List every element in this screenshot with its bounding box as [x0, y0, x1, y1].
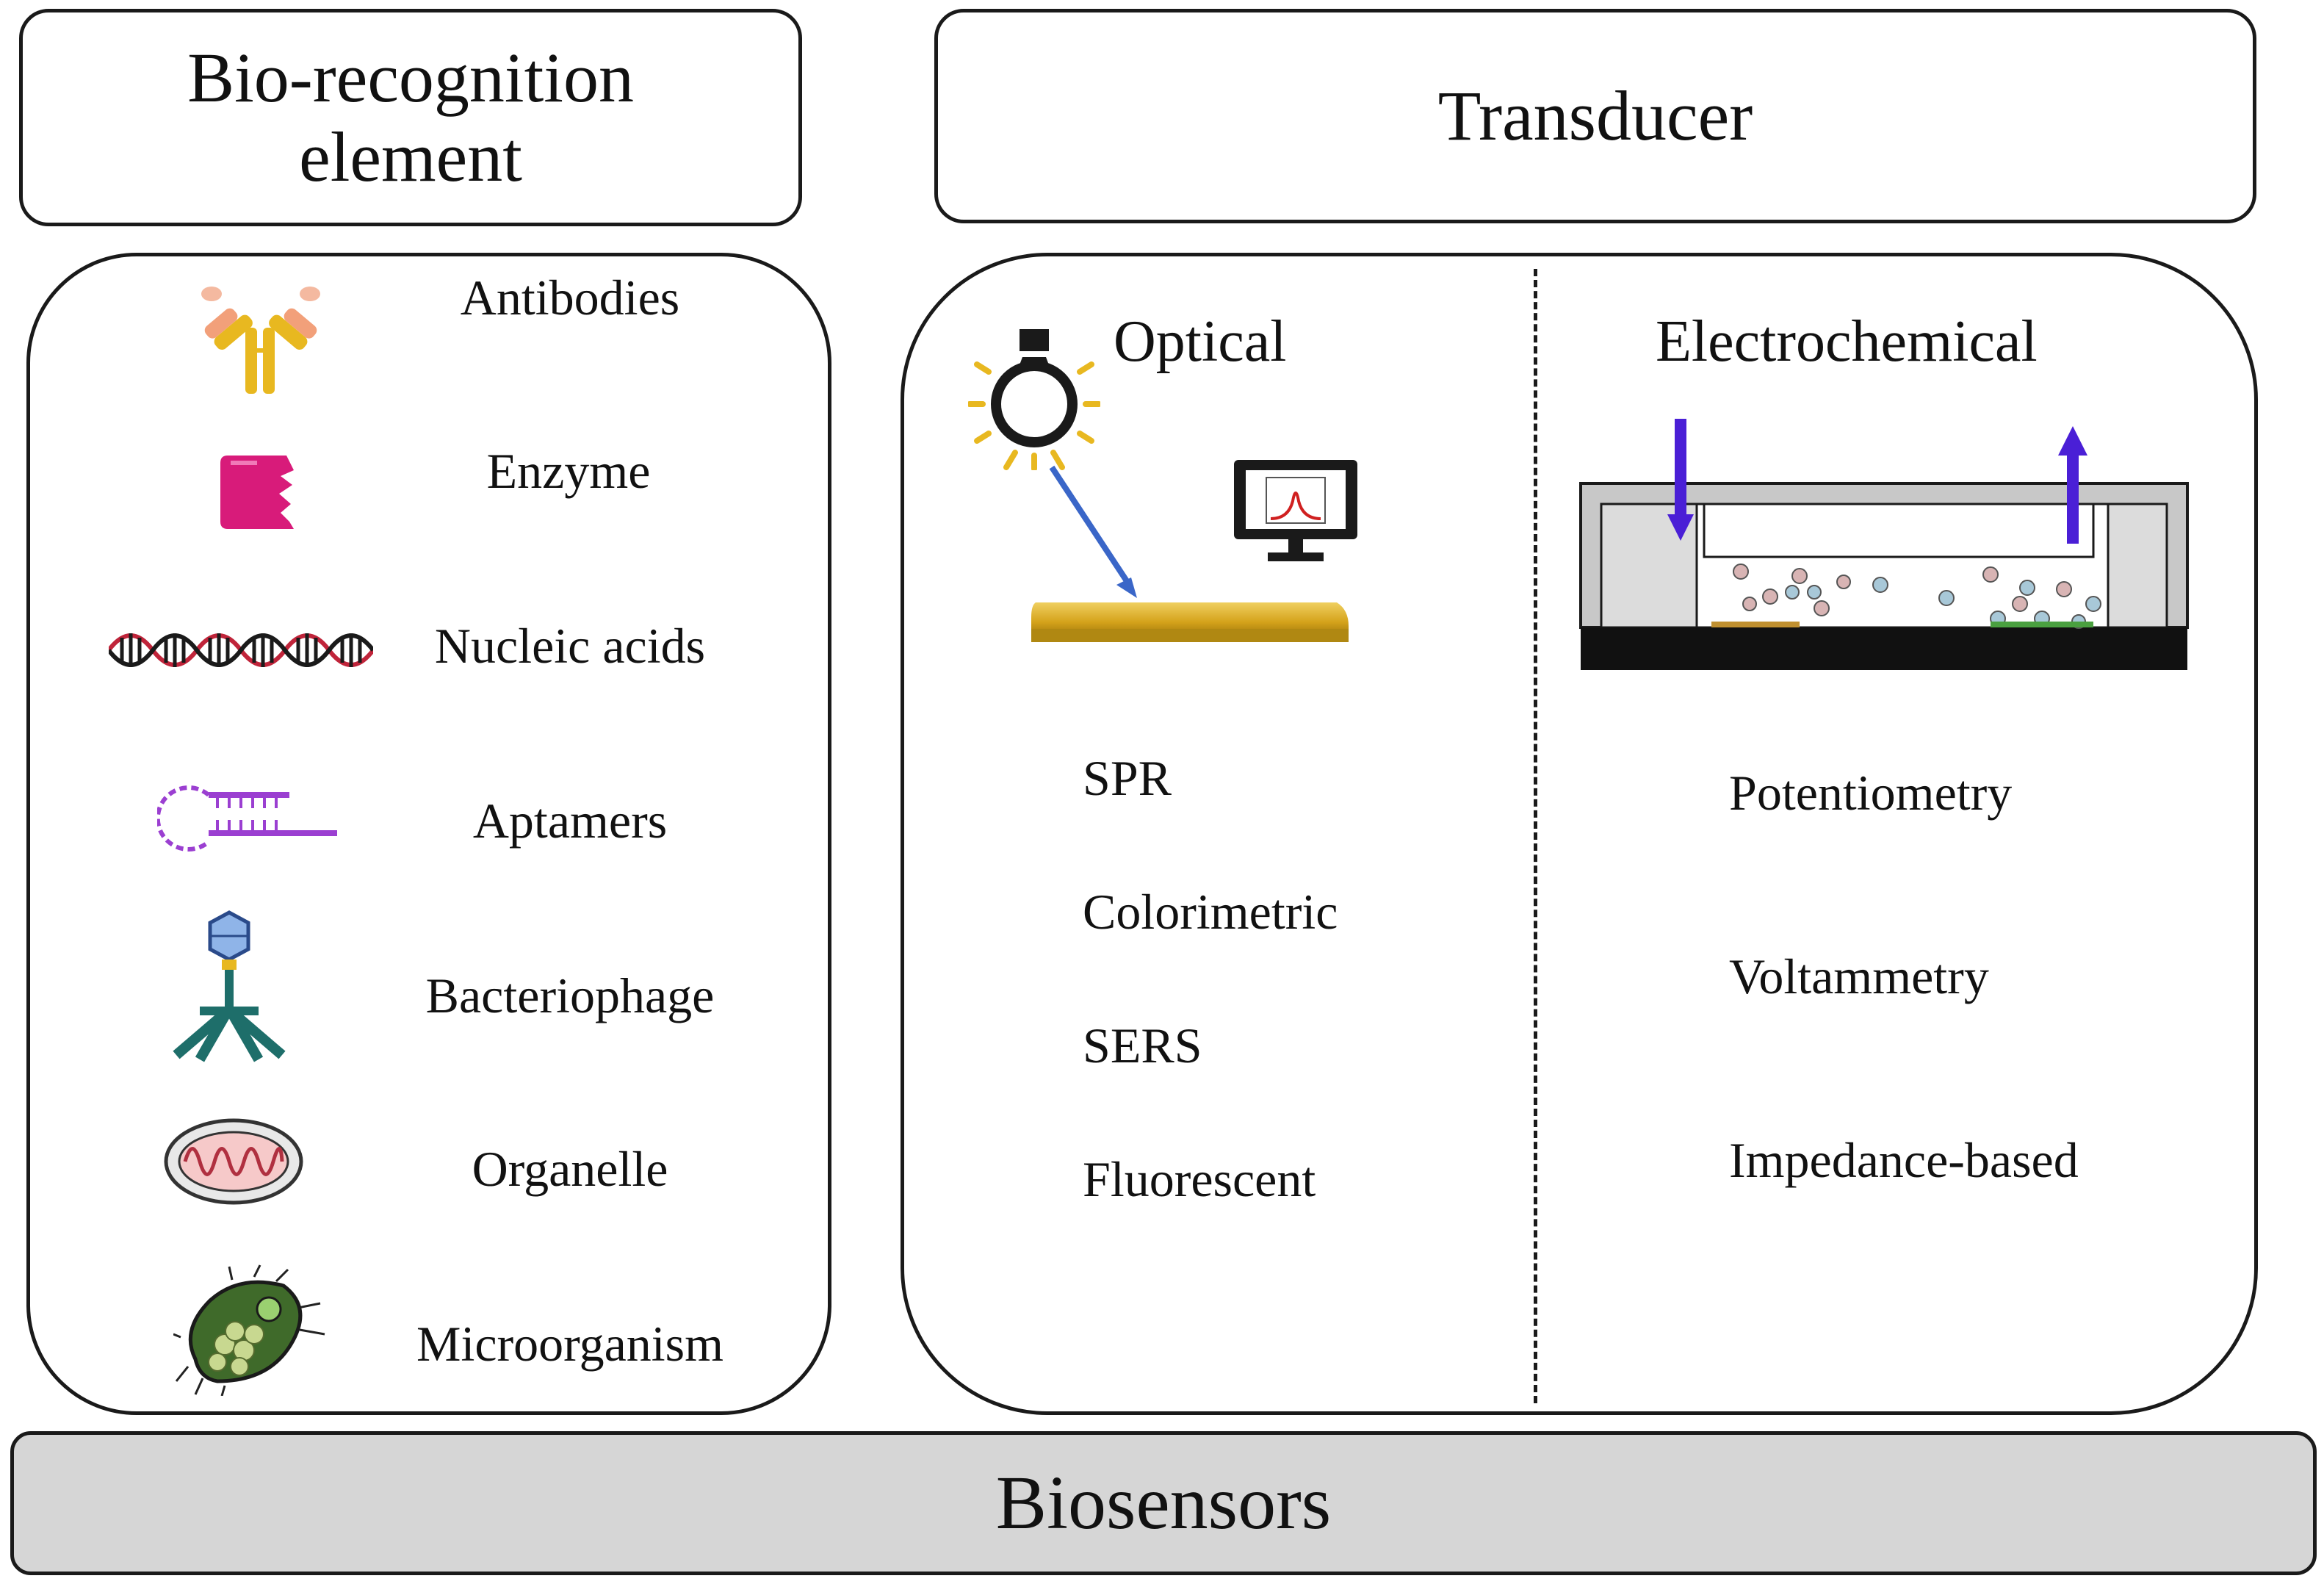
transducer-header: Transducer — [934, 9, 2256, 223]
gold-chip-icon — [1031, 465, 1349, 642]
transducer-title: Transducer — [1437, 76, 1753, 156]
bio-label-enzyme: Enzyme — [486, 443, 651, 499]
optical-title: Optical — [1114, 309, 1287, 374]
optical-method-spr: SPR — [1083, 750, 1172, 806]
bio-label-organelle: Organelle — [472, 1141, 668, 1197]
electro-method-potentiometry: Potentiometry — [1729, 765, 2013, 821]
electro-method-voltammetry: Voltammetry — [1729, 948, 1989, 1004]
bio-recognition-title-line2: element — [299, 118, 522, 196]
optical-method-sers: SERS — [1083, 1018, 1202, 1073]
biosensors-title: Biosensors — [995, 1460, 1332, 1545]
dna-icon — [109, 633, 373, 667]
mitochondrion-icon — [164, 1118, 303, 1205]
enzyme-icon — [220, 456, 294, 529]
section-divider — [1534, 269, 1537, 1403]
bio-label-nucleic-acids: Nucleic acids — [434, 618, 706, 674]
transducer-panel — [901, 253, 2258, 1415]
electrochemical-title: Electrochemical — [1656, 309, 2038, 374]
antibody-icon — [201, 287, 320, 394]
bio-recognition-title-line1: Bio-recognition — [187, 38, 634, 118]
optical-method-fluorescent: Fluorescent — [1083, 1151, 1316, 1207]
bio-recognition-header: Bio-recognition element — [19, 9, 802, 226]
monitor-icon — [1234, 460, 1357, 561]
electrochemical-cell-icon — [1579, 419, 2189, 670]
aptamer-icon — [157, 785, 337, 852]
microorganism-icon — [173, 1264, 325, 1396]
bio-recognition-panel — [26, 253, 831, 1415]
light-bulb-icon — [968, 329, 1100, 470]
electro-method-impedance: Impedance-based — [1729, 1132, 2079, 1188]
bio-label-antibodies: Antibodies — [460, 270, 680, 325]
bio-label-aptamers: Aptamers — [472, 793, 668, 849]
biosensors-footer: Biosensors — [10, 1431, 2317, 1575]
bio-label-bacteriophage: Bacteriophage — [425, 968, 715, 1023]
bio-label-microorganism: Microorganism — [416, 1316, 724, 1372]
optical-method-colorimetric: Colorimetric — [1083, 884, 1338, 940]
bacteriophage-icon — [173, 910, 286, 1062]
